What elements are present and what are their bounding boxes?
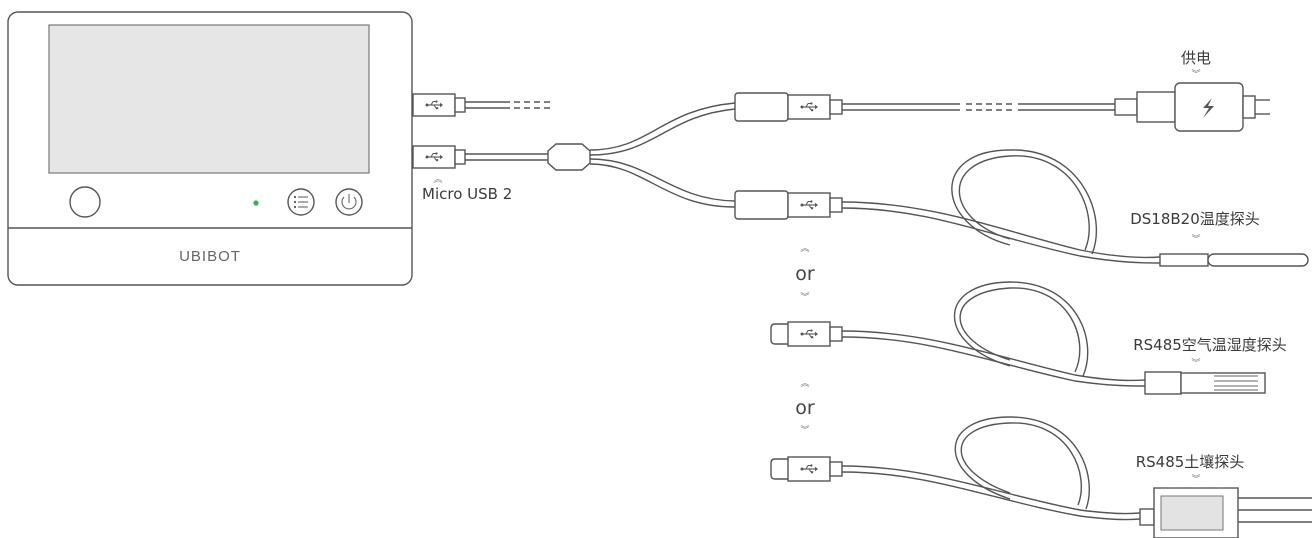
chevron-down-icon: ︾ <box>1191 474 1200 485</box>
air-probe-branch <box>770 281 1266 395</box>
temperature-probe-branch <box>734 149 1309 267</box>
probe-cable-boot <box>1139 508 1155 526</box>
or-separator: or <box>795 263 815 285</box>
chevron-up-icon: ︽ <box>800 244 809 254</box>
device-brand: UBIBOT <box>179 248 241 265</box>
usb-plug-neck <box>829 99 843 115</box>
soil-probe-label: RS485土壤探头 <box>1136 453 1245 471</box>
adapter-neck <box>1136 91 1176 123</box>
power-branch <box>734 82 1270 132</box>
usb-socket <box>734 92 789 122</box>
probe-sleeve <box>1159 253 1209 267</box>
usb-plug-body <box>787 456 831 482</box>
usb-plug-tip <box>770 458 788 480</box>
status-led <box>253 200 259 206</box>
usb-plug-upper <box>412 93 550 117</box>
chevron-down-icon: ︾ <box>1191 69 1200 80</box>
power-icon[interactable] <box>335 188 363 216</box>
usb-socket <box>734 190 789 220</box>
soil-probe-window <box>1160 495 1224 531</box>
chevron-up-icon: ︽ <box>433 175 442 185</box>
usb-plug-neck <box>454 97 466 113</box>
splitter-body <box>547 143 591 171</box>
chevron-down-icon: ︾ <box>800 292 809 303</box>
chevron-up-icon: ︽ <box>800 379 809 389</box>
temp-probe-label: DS18B20温度探头 <box>1130 210 1260 228</box>
usb-plug-neck <box>454 149 466 165</box>
temperature-probe <box>1207 253 1309 267</box>
usb-plug-neck <box>829 326 843 342</box>
y-splitter <box>547 102 736 208</box>
adapter-plug-base <box>1242 95 1256 119</box>
port-label: Micro USB 2 <box>422 185 512 203</box>
usb-plug-neck <box>829 461 843 477</box>
usb-plug-tip <box>770 323 788 345</box>
air-probe <box>1180 372 1266 394</box>
menu-icon[interactable] <box>287 188 315 216</box>
air-probe-label: RS485空气温湿度探头 <box>1133 336 1287 354</box>
lightning-icon <box>1203 98 1214 118</box>
chevron-down-icon: ︾ <box>800 425 809 436</box>
power-label: 供电 <box>1181 49 1211 67</box>
chevron-down-icon: ︾ <box>1191 358 1200 369</box>
ubibot-device: UBIBOT <box>7 11 413 286</box>
chevron-down-icon: ︾ <box>1191 234 1200 245</box>
device-screen <box>48 24 370 174</box>
home-button[interactable] <box>69 186 101 218</box>
soil-probe-branch <box>770 416 1312 538</box>
usb-plug-neck <box>829 197 843 213</box>
adapter-cable-boot <box>1114 98 1138 116</box>
or-separator: or <box>795 397 815 419</box>
usb-plug-lower <box>412 145 548 169</box>
probe-housing <box>1144 371 1182 395</box>
